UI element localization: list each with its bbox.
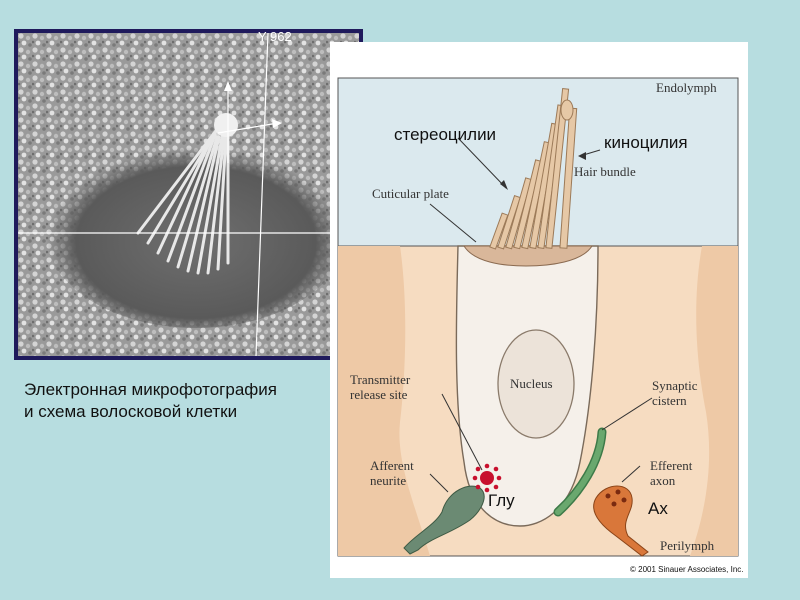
stereocilia xyxy=(489,88,570,250)
efferent-label-line2: axon xyxy=(650,473,676,488)
micrograph-id-label: Y 962 xyxy=(258,29,292,44)
synaptic-cistern-label-line1: Synaptic xyxy=(652,378,698,393)
stereocilia-label: стереоцилии xyxy=(394,125,496,144)
caption-line-2: и схема волосковой клетки xyxy=(24,402,238,421)
glu-label: Глу xyxy=(488,491,515,510)
endolymph-label: Endolymph xyxy=(656,80,717,95)
hair-cell-diagram-svg: Endolymph стереоцилии киноцилия Hair bun… xyxy=(337,77,744,574)
afferent-label-line1: Afferent xyxy=(370,458,414,473)
perilymph-label: Perilymph xyxy=(660,538,715,553)
hair-cell-diagram: Endolymph стереоцилии киноцилия Hair bun… xyxy=(330,42,748,578)
nucleus xyxy=(497,329,575,439)
afferent-label-line2: neurite xyxy=(370,473,406,488)
nucleus-label: Nucleus xyxy=(510,376,553,391)
synaptic-cistern-label-line2: cistern xyxy=(652,393,687,408)
efferent-vesicles xyxy=(605,489,627,507)
micrograph-kinocilium-bulb xyxy=(214,113,238,137)
efferent-label-line1: Efferent xyxy=(650,458,693,473)
kinocilium-label: киноцилия xyxy=(604,133,688,152)
ach-label: Ах xyxy=(648,499,668,518)
transmitter-release-site xyxy=(472,463,502,493)
caption-line-1: Электронная микрофотография xyxy=(24,380,277,399)
hair-bundle-label: Hair bundle xyxy=(574,164,636,179)
micrograph-hair-bundle xyxy=(136,126,230,275)
cuticular-plate-label: Cuticular plate xyxy=(372,186,449,201)
supporting-cell-left xyxy=(338,246,430,556)
transmitter-label-line2: release site xyxy=(350,387,408,402)
stereocilia-arrowhead xyxy=(500,180,508,190)
supporting-cell-right xyxy=(690,246,738,556)
copyright-label: © 2001 Sinauer Associates, Inc. xyxy=(630,565,744,574)
caption: Электронная микрофотография и схема воло… xyxy=(24,379,277,423)
leader-lines xyxy=(429,137,653,493)
cuticular-plate xyxy=(463,245,593,267)
transmitter-label-line1: Transmitter xyxy=(350,372,411,387)
kinocilium xyxy=(559,99,578,249)
micrograph-grid xyxy=(18,33,359,356)
micrograph-arrows xyxy=(224,81,282,128)
efferent-terminal xyxy=(593,485,649,557)
afferent-terminal xyxy=(403,485,485,555)
micrograph-image xyxy=(18,33,359,356)
electron-micrograph: Y 962 xyxy=(14,29,363,360)
kinocilium-arrowhead xyxy=(578,152,586,160)
